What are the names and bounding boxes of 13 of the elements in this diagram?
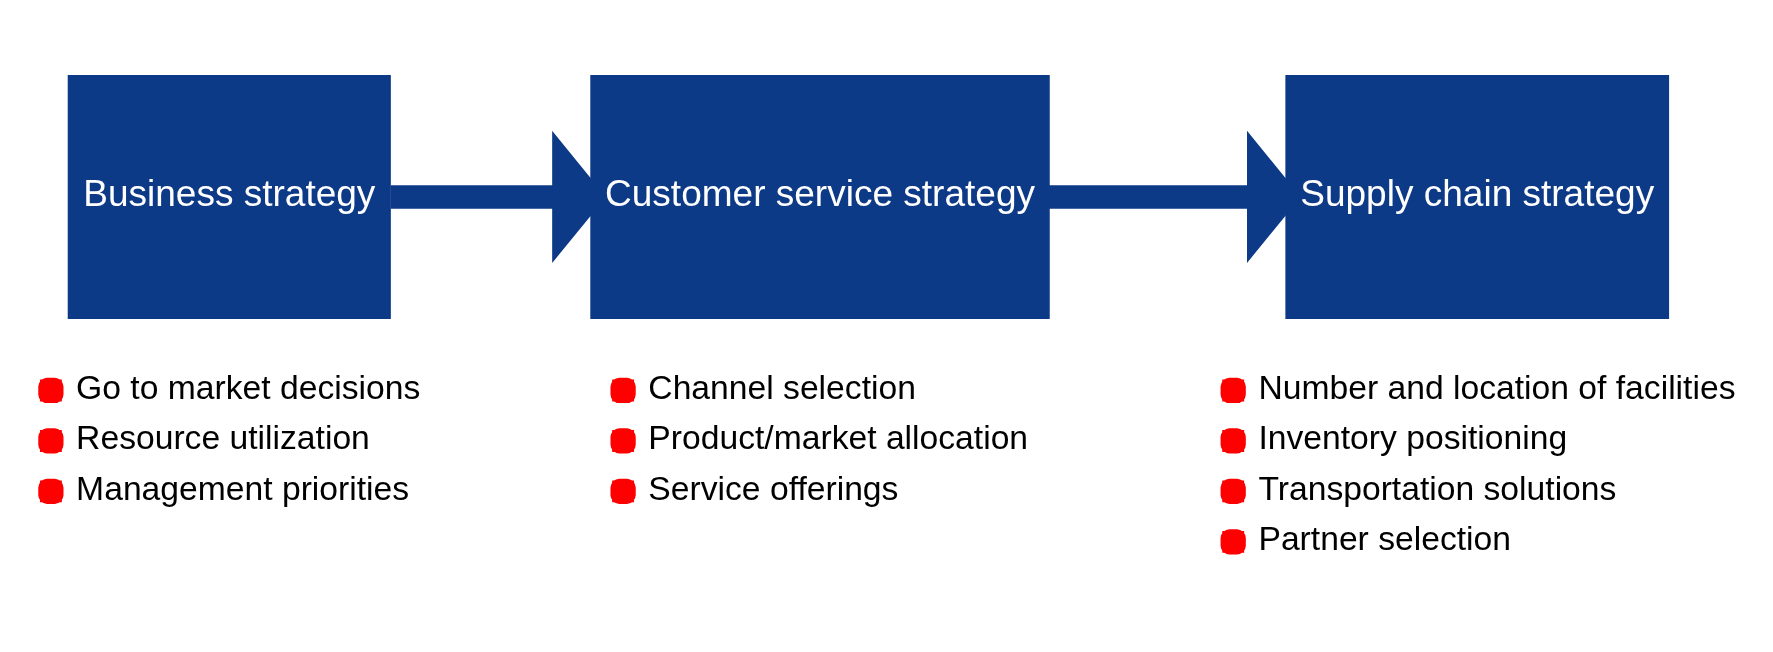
node-label: Go to market decisions bbox=[76, 368, 421, 406]
node-label: Management priorities bbox=[76, 469, 410, 507]
node-label: Service offerings bbox=[648, 469, 899, 507]
node-label: Channel selection bbox=[648, 368, 916, 406]
node-label: Transportation solutions bbox=[1258, 469, 1617, 507]
node-label: Product/market allocation bbox=[648, 418, 1029, 456]
node-label: Resource utilization bbox=[76, 418, 370, 456]
node-label: Partner selection bbox=[1258, 519, 1512, 557]
node-label: Inventory positioning bbox=[1258, 418, 1568, 456]
node-box: Business strategy bbox=[67, 74, 391, 319]
node-box: Customer service strategy bbox=[590, 74, 1050, 319]
node-label: Number and location of facilities bbox=[1258, 368, 1736, 406]
node-box: Supply chain strategy bbox=[1285, 74, 1670, 319]
